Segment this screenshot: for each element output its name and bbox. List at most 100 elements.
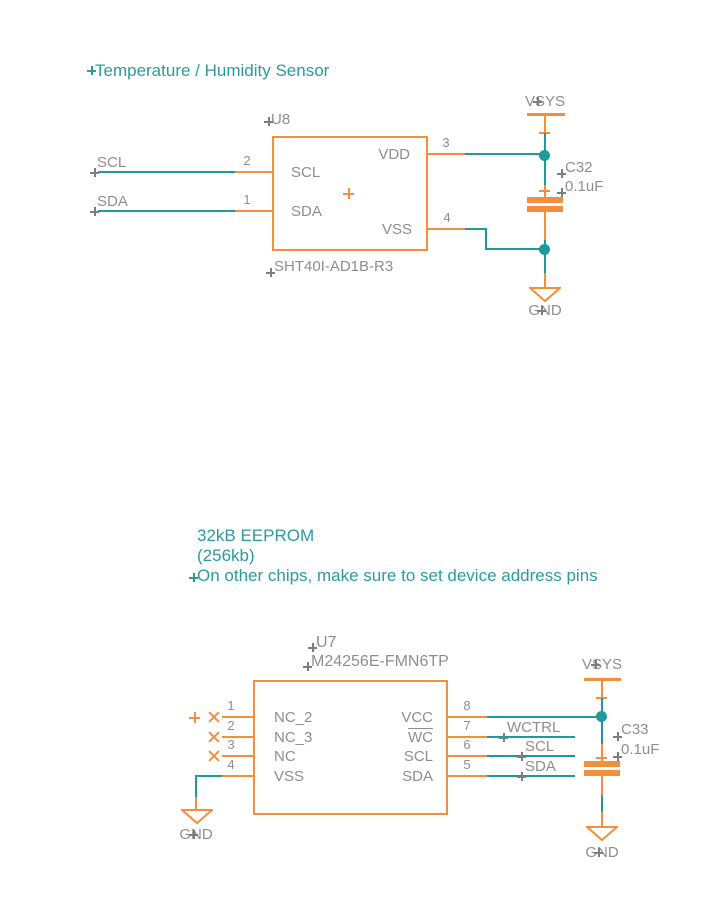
net-label-sda[interactable]: SDA [97,193,128,210]
u7-ref-label[interactable]: U7 [316,634,337,651]
sensor-section-title[interactable]: Temperature / Humidity Sensor [95,61,330,80]
eeprom-note-line1[interactable]: 32kB EEPROM [197,526,315,545]
c32-plate-bottom[interactable] [527,206,563,212]
anchor-cross-icon [189,830,198,839]
c32-ref-label[interactable]: C32 [565,159,593,176]
c32-value-label[interactable]: 0.1uF [565,178,604,195]
u8-pin4-wire [428,228,465,230]
wire-net-sda[interactable] [98,210,235,212]
vsys2-pin-wire [601,681,603,698]
wire-vdd-to-vsys[interactable] [465,153,545,155]
c33-pin-wire-bottom [601,776,603,795]
u7-pin-name-nc2: NC_2 [274,709,313,726]
u7-pin1-number: 1 [227,698,235,713]
wire-net-wctrl[interactable] [487,736,575,738]
c32-plate-top[interactable] [527,197,563,203]
wire-vsys2-down[interactable] [601,698,603,717]
u7-pin8-wire [448,716,487,718]
u7-pin4-wire [222,775,253,777]
anchor-cross-icon [537,306,546,315]
eeprom-note-line3[interactable]: On other chips, make sure to set device … [197,566,598,585]
c33-plate-bottom[interactable] [584,770,620,776]
anchor-cross-icon [557,188,566,197]
u7-pin7-number: 7 [463,718,471,733]
gnd-symbol-icon[interactable] [181,809,213,825]
wire-c33-to-gnd[interactable] [601,795,603,812]
u7-pin4-number: 4 [227,757,235,772]
net-label-scl2[interactable]: SCL [525,738,555,755]
c32-pin-wire-top [544,190,546,198]
net-label-scl[interactable]: SCL [97,154,127,171]
no-connect-x-icon[interactable] [208,750,220,762]
c33-plate-top[interactable] [584,761,620,767]
anchor-cross-icon [517,752,526,761]
u7-pin-name-vcc: VCC [401,709,433,726]
vsys-label[interactable]: VSYS [524,93,566,110]
net-label-sda2[interactable]: SDA [525,758,556,775]
gnd-symbol-icon[interactable] [529,287,561,303]
gnd2-pin-wire [601,812,603,827]
u8-value-label[interactable]: SHT40I-AD1B-R3 [274,258,394,275]
anchor-cross-icon [557,169,566,178]
u7-pin5-number: 5 [463,757,471,772]
wire-vss-left-v[interactable] [195,775,197,798]
u7-pin-name-nc3: NC_3 [274,729,313,746]
junction-dot-icon [539,244,550,255]
u7-pin8-number: 8 [463,698,471,713]
no-connect-x-icon[interactable] [208,731,220,743]
c33-origin-cross-icon [596,752,607,763]
anchor-cross-icon [613,752,622,761]
wire-c32-top[interactable] [544,156,546,190]
anchor-cross-icon [533,97,542,106]
u7-origin-cross-icon [189,712,200,723]
u8-pin1-wire [235,210,272,212]
u7-pin-name-nc: NC [274,748,296,765]
anchor-cross-icon [613,732,622,741]
vsys2-power-bar-icon[interactable] [584,678,621,681]
anchor-cross-icon [189,573,198,582]
wire-vss-left-h[interactable] [195,775,222,777]
anchor-cross-icon [591,660,600,669]
gnd-symbol-icon[interactable] [586,826,618,842]
c33-value-label[interactable]: 0.1uF [621,741,660,758]
anchor-cross-icon [266,268,275,277]
u8-pin2-number: 2 [243,153,251,168]
u7-pin5-wire [448,775,487,777]
u7-pin2-number: 2 [227,718,235,733]
wire-net-sda2[interactable] [487,775,575,777]
u7-pin1-wire [222,716,253,718]
anchor-cross-icon [90,168,99,177]
wire-vss-v[interactable] [485,228,487,250]
wire-vsys-down[interactable] [544,133,546,156]
wire-vss-h1[interactable] [465,228,487,230]
c33-ref-label[interactable]: C33 [621,721,649,738]
no-connect-x-icon[interactable] [208,711,220,723]
wire-net-scl2[interactable] [487,755,575,757]
anchor-cross-icon [499,733,508,742]
anchor-cross-icon [594,848,603,857]
u7-pin3-wire [222,755,253,757]
wire-vss-h2[interactable] [485,248,545,250]
eeprom-note-line2[interactable]: (256kb) [197,546,255,565]
c32-pin-wire-bottom [544,212,546,240]
u7-pin6-number: 6 [463,737,471,752]
u7-pin-name-vss: VSS [274,768,305,785]
u8-ref-label[interactable]: U8 [271,111,291,128]
u7-symbol-body[interactable] [253,680,448,815]
wire-net-scl[interactable] [98,171,235,173]
junction-dot-icon [539,150,550,161]
u7-value-label[interactable]: M24256E-FMN6TP [311,653,449,670]
wire-vcc-to-vsys[interactable] [487,716,603,718]
wire-c32-to-gnd[interactable] [544,240,546,273]
u8-pin-name-vdd: VDD [378,146,410,163]
vsys-power-bar-icon[interactable] [527,113,565,116]
net-label-wctrl[interactable]: WCTRL [507,719,561,736]
u7-pin-name-scl: SCL [403,748,433,765]
u8-origin-cross-icon [343,188,354,199]
vsys2-label[interactable]: VSYS [581,656,623,673]
u8-pin3-number: 3 [442,135,450,150]
junction-dot-icon [596,711,607,722]
wire-c33-top[interactable] [601,717,603,744]
u8-pin2-wire [235,171,272,173]
